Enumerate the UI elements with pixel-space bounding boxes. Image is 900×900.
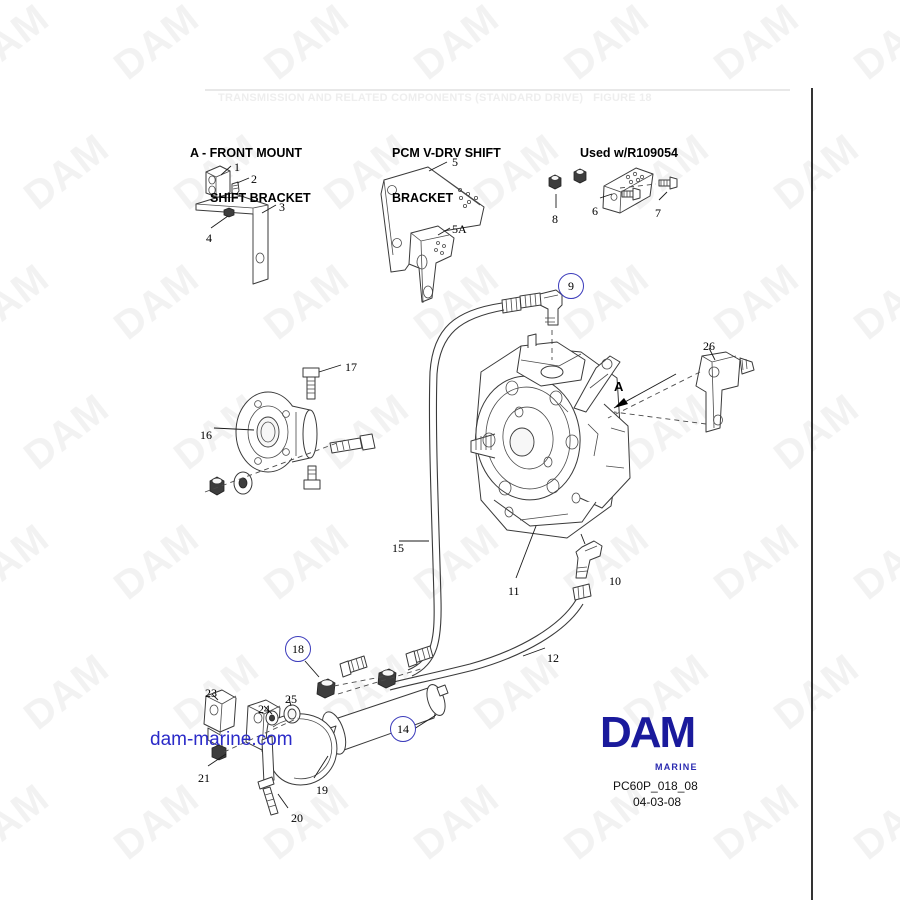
bracket-26: [607, 347, 755, 433]
header-title-text: TRANSMISSION AND RELATED COMPONENTS (STA…: [218, 92, 584, 104]
section-vdrv-line1: PCM V-DRV SHIFT: [392, 146, 501, 160]
header-figure-text: FIGURE 18: [593, 92, 652, 104]
callout-2: 2: [251, 172, 257, 186]
callout-5: 5: [452, 155, 458, 169]
callout-20: 20: [291, 811, 303, 825]
callout-19: 19: [316, 783, 328, 797]
bolt-17: [302, 364, 342, 400]
section-title-front-mount: A - FRONT MOUNT SHIFT BRACKET: [190, 116, 311, 236]
callout-17: 17: [345, 360, 357, 374]
dam-logo-sub: MARINE: [655, 762, 698, 772]
callout-number: 14: [397, 721, 409, 736]
callout-1: 1: [234, 160, 240, 174]
callout-5A: 5A: [452, 222, 467, 236]
fitting-10-assembly: [385, 533, 603, 691]
hose-connector-a: [339, 655, 368, 678]
callout-bubble-14: 14: [390, 716, 416, 742]
section-front-mount-line1: A - FRONT MOUNT: [190, 146, 303, 160]
callout-bubble-9: 9: [558, 273, 584, 299]
callout-10: 10: [609, 574, 621, 588]
callout-A: A: [614, 379, 624, 394]
fitting-barb-2: [377, 668, 397, 689]
callout-26: 26: [703, 339, 715, 353]
transmission-housing: [470, 333, 631, 579]
callout-21: 21: [198, 771, 210, 785]
callout-number: 18: [292, 641, 304, 656]
callout-15: 15: [392, 541, 404, 555]
hose-connector-b: [405, 645, 434, 668]
callout-16: 16: [200, 428, 212, 442]
callout-bubble-18: 18: [285, 636, 311, 662]
section-r109054-line1: Used w/R109054: [580, 146, 678, 160]
fitting-18: [316, 678, 336, 699]
callout-12: 12: [547, 651, 559, 665]
bolt-lower: [303, 465, 321, 490]
drawing-code: PC60P_018_08: [613, 779, 698, 793]
front-mount-bracket-assembly: [195, 165, 277, 285]
bolt-right: [329, 433, 376, 454]
bolt-7b: [621, 187, 641, 201]
callout-6: 6: [592, 204, 598, 218]
callout-8: 8: [552, 212, 558, 226]
callout-24: 24: [258, 702, 270, 716]
section-title-r109054: Used w/R109054: [580, 116, 678, 191]
r109054-bracket-assembly: [548, 167, 678, 214]
drawing-date: 04-03-08: [633, 795, 682, 809]
callout-23: 23: [205, 686, 217, 700]
vdrv-shift-bracket-assembly: [380, 161, 485, 304]
callout-4: 4: [206, 231, 212, 245]
page-header-title: TRANSMISSION AND RELATED COMPONENTS (STA…: [205, 80, 652, 116]
section-vdrv-line2: BRACKET: [392, 191, 454, 205]
callout-7: 7: [655, 206, 661, 220]
bolt-7a: [658, 176, 678, 190]
callout-25: 25: [285, 692, 297, 706]
section-front-mount-line2: SHIFT BRACKET: [210, 191, 311, 205]
dam-logo: DAM: [600, 708, 696, 757]
callout-3: 3: [279, 200, 285, 214]
coupler-assembly: [204, 364, 376, 496]
url-watermark: dam-marine.com: [150, 729, 293, 750]
section-title-vdrv: PCM V-DRV SHIFT BRACKET: [392, 116, 501, 236]
callout-number: 9: [568, 278, 574, 293]
callout-11: 11: [508, 584, 520, 598]
cooler-mount-bracket: [203, 689, 338, 816]
